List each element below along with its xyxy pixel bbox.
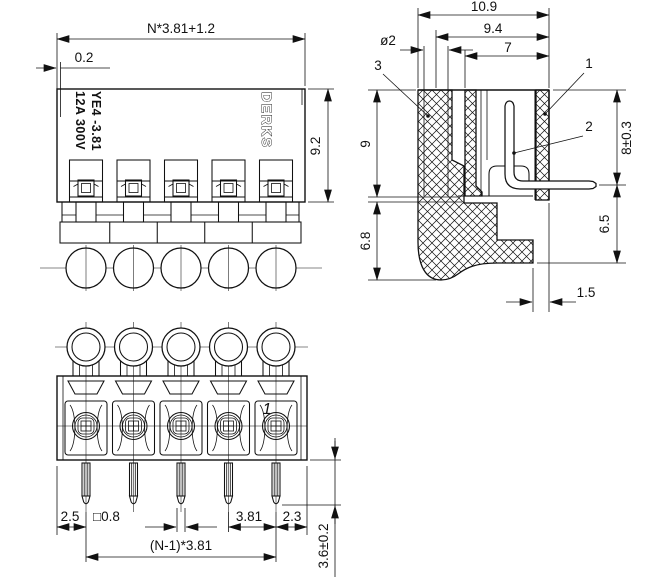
dim-pitch: 3.81 — [236, 509, 262, 524]
callout-housing: 1 — [585, 56, 593, 71]
dim-upper-height: 9 — [358, 140, 373, 148]
brand-logo: DERKS — [259, 92, 275, 149]
housing-inner-wall-section — [464, 89, 483, 197]
dim-edge-offset: 0.2 — [75, 50, 94, 65]
dim-depth-housing: 7 — [504, 40, 512, 55]
dim-pin-height: 8±0.3 — [619, 121, 634, 155]
dim-right-margin: 2.3 — [283, 509, 302, 524]
bottom-view: 1 2.5 □0.8 3.81 2.3 (N-1)*3.81 3.6±0.2 — [55, 321, 341, 577]
dim-span: (N-1)*3.81 — [150, 538, 212, 553]
part-label-line1: YE4 -3.81 — [89, 91, 103, 151]
dim-depth-total: 10.9 — [471, 0, 497, 14]
part-label-line2: 12A 300V — [73, 91, 87, 150]
side-section-view: 10.9 9.4 7 ø2 3 1 2 9 6.8 8±0.3 6.5 — [358, 0, 634, 312]
dim-pin-drop: 6.5 — [597, 215, 612, 234]
callout-pin: 2 — [585, 119, 593, 134]
pin1-label: 1 — [263, 401, 272, 418]
solder-pin — [504, 100, 597, 190]
dim-total-width: N*3.81+1.2 — [147, 21, 215, 36]
dim-pin-length: 3.6±0.2 — [316, 524, 331, 569]
dim-pin-offset: 1.5 — [577, 285, 596, 300]
dim-lower-height: 6.8 — [358, 232, 373, 251]
callout-clamp: 3 — [374, 58, 382, 73]
dim-pin-square: □0.8 — [93, 509, 120, 524]
clamp-body-section — [417, 89, 534, 281]
dim-wire-diameter: ø2 — [380, 33, 396, 48]
dim-left-margin: 2.5 — [61, 509, 80, 524]
dim-depth-body: 9.4 — [484, 21, 503, 36]
front-view: YE4 -3.81 12A 300V DERKS N*3.81+1.2 0.2 … — [36, 21, 334, 292]
dim-height: 9.2 — [308, 137, 323, 156]
